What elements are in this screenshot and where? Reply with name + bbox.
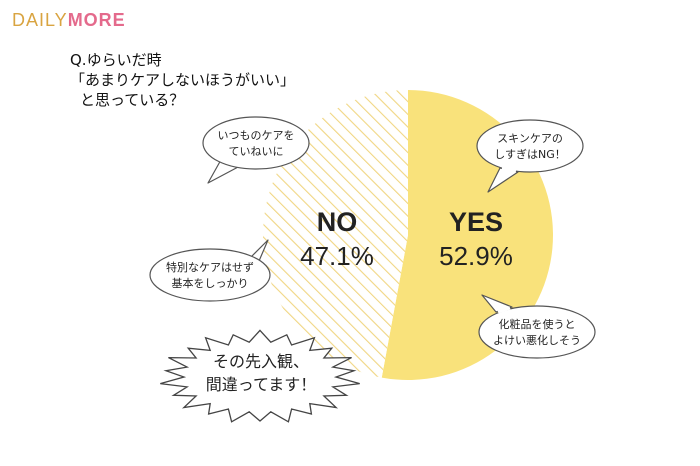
bubble-4-line-2: よけい悪化しそう	[493, 333, 581, 347]
bubble-2-line-1: スキンケアの	[497, 132, 563, 145]
question-line-3: と思っている？	[80, 91, 185, 109]
bubble-1-line-1: いつものケアを	[218, 129, 295, 142]
speech-bubble-4: 化粧品を使うと よけい悪化しそう	[478, 294, 596, 359]
logo-more: MORE	[67, 10, 126, 30]
speech-bubble-3: 特別なケアはせず 基本をしっかり	[149, 239, 271, 302]
logo-daily: DAILY	[12, 10, 68, 30]
pie-label-yes-percent: 52.9%	[439, 241, 513, 271]
bubble-3-line-2: 基本をしっかり	[172, 276, 249, 290]
question-line-1: Q.ゆらいだ時	[70, 51, 162, 69]
burst-shape	[160, 329, 360, 423]
pie-label-no-category: NO	[317, 207, 358, 237]
question-text: Q.ゆらいだ時 「あまりケアしないほうがいい」 と思っている？	[70, 50, 295, 110]
bubble-4-line-1: 化粧品を使うと	[499, 317, 576, 331]
pie-slice-no	[262, 90, 408, 378]
bubble-3-line-1: 特別なケアはせず	[166, 260, 254, 274]
speech-bubble-2: スキンケアの しすぎはNG！	[476, 119, 584, 193]
pie-label-no-percent: 47.1%	[300, 241, 374, 271]
pie-label-yes-category: YES	[449, 207, 503, 237]
daily-more-logo: DAILYMORE	[12, 8, 126, 32]
speech-bubble-1: いつものケアを ていねいに	[202, 116, 310, 184]
burst-line-1: その先入観、	[213, 352, 309, 371]
bubble-2-line-2: しすぎはNG！	[494, 147, 566, 161]
bubble-1-line-2: ていねいに	[229, 145, 284, 158]
burst-balloon: その先入観、 間違ってます！	[160, 329, 360, 423]
burst-line-2: 間違ってます！	[206, 375, 316, 394]
question-line-2: 「あまりケアしないほうがいい」	[70, 71, 296, 89]
